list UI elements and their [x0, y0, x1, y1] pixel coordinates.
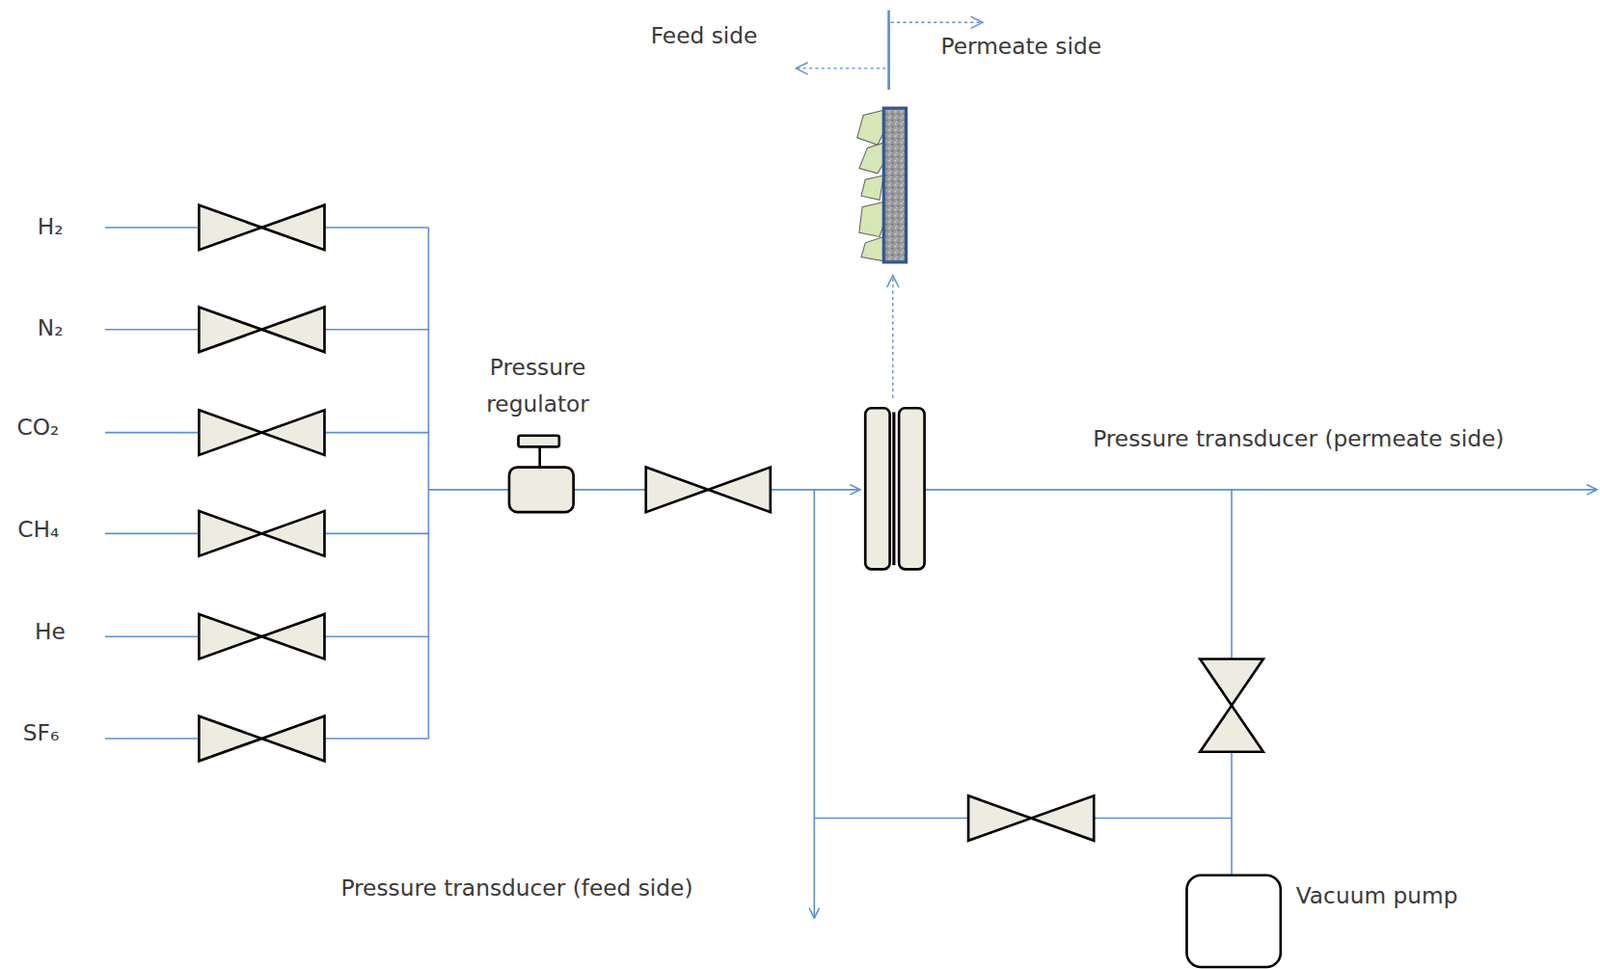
gas-name: CH₄	[17, 515, 59, 543]
gas-name: CO₂	[16, 414, 59, 442]
component-label: Pressure transducer (permeate side)	[1092, 426, 1504, 454]
valves	[198, 205, 1264, 841]
component-label: Pressure regulator	[476, 350, 599, 425]
gas-name: He	[34, 619, 66, 647]
pressure-regulator-symbol	[509, 435, 574, 513]
vacuum-pump-symbol	[1186, 875, 1280, 968]
gas-lines	[105, 227, 1598, 919]
component-label: Pressure transducer (feed side)	[340, 875, 693, 903]
node-label: Vacuum pump	[1296, 883, 1459, 911]
gas-name: H₂	[37, 214, 64, 242]
side-label: Permeate side	[941, 33, 1102, 61]
membrane-detail	[795, 10, 983, 399]
membrane-cell	[865, 407, 924, 570]
gas-name: N₂	[37, 315, 64, 343]
gas-name: SF₆	[23, 720, 60, 748]
side-label: Feed side	[650, 23, 759, 51]
vacuum-pump: Vacuum pump	[1186, 875, 1280, 968]
